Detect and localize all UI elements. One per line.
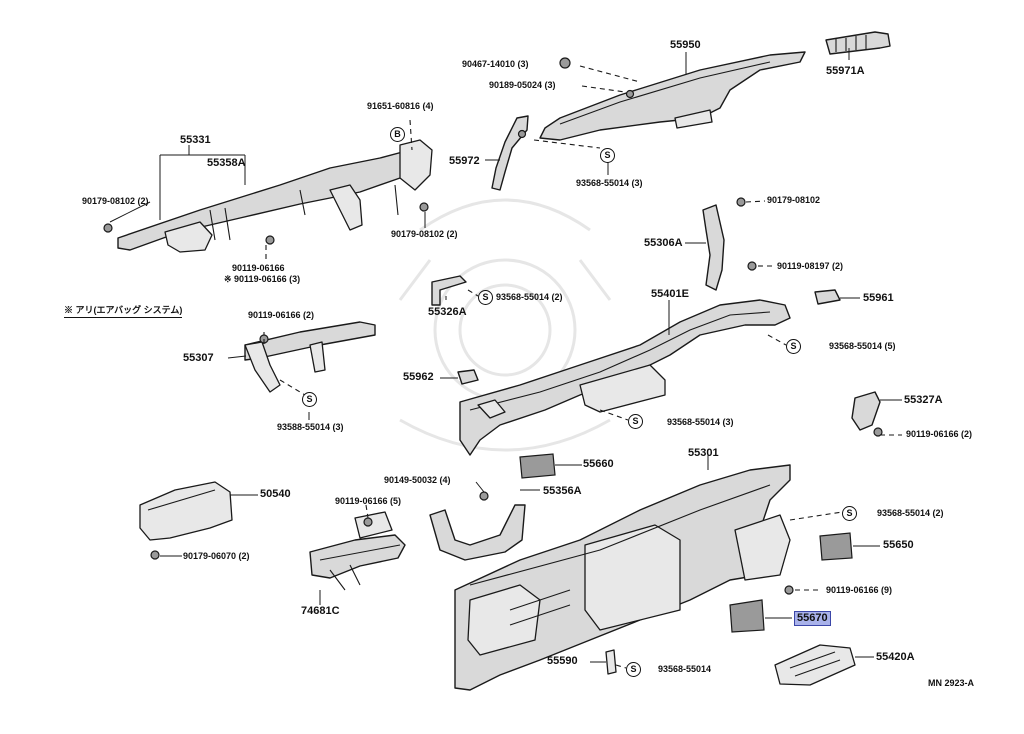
fastener-glyphs — [103, 57, 883, 595]
part-55950-upper-pad — [539, 51, 806, 141]
label-55670-highlighted[interactable]: 55670 — [794, 611, 831, 626]
label-55950: 55950 — [670, 39, 701, 51]
part-55972-duct — [491, 115, 529, 191]
label-55590: 55590 — [547, 655, 578, 667]
label-93568-55014-bottom: 93568-55014 — [658, 664, 712, 674]
screw-s-icon: S — [600, 148, 615, 163]
part-55356a-bracket — [429, 504, 526, 561]
label-93588-55014: 93588-55014 (3) — [277, 422, 344, 432]
label-90119-06166-5: 90119-06166 (5) — [335, 496, 402, 506]
label-90179-06070: 90179-06070 (2) — [183, 551, 250, 561]
label-93568-55014-2b: 93568-55014 (2) — [877, 508, 944, 518]
part-55962 — [457, 369, 479, 385]
label-90149-50032: 90149-50032 (4) — [384, 475, 451, 485]
label-90467-14010: 90467-14010 (3) — [462, 59, 529, 69]
part-55420a — [774, 644, 856, 686]
label-90119-06166-a: 90119-06166 — [232, 263, 285, 273]
label-90119-06166-9: 90119-06166 (9) — [826, 585, 893, 595]
screw-s-icon: S — [628, 414, 643, 429]
part-55327a-bracket — [851, 391, 881, 431]
label-55306a: 55306A — [644, 237, 683, 249]
label-55972: 55972 — [449, 155, 480, 167]
label-90119-08197: 90119-08197 (2) — [777, 261, 844, 271]
label-93568-55014-2a: 93568-55014 (2) — [496, 292, 563, 302]
screw-s-icon: S — [302, 392, 317, 407]
label-55301: 55301 — [688, 447, 719, 459]
part-50540-knee-pad — [139, 481, 233, 541]
label-93568-55014-3-mid: 93568-55014 (3) — [667, 417, 734, 427]
sheet-id: MN 2923-A — [928, 678, 975, 688]
label-55971a: 55971A — [826, 65, 865, 77]
part-55307-bracket — [244, 321, 376, 393]
screw-s-icon: S — [478, 290, 493, 305]
label-55961: 55961 — [863, 292, 894, 304]
label-55650: 55650 — [883, 539, 914, 551]
label-55356a: 55356A — [543, 485, 582, 497]
part-55331-reinforcement — [117, 139, 433, 253]
label-90179-08102-mid: 90179-08102 (2) — [391, 229, 458, 239]
label-55660: 55660 — [583, 458, 614, 470]
part-55660 — [519, 453, 556, 479]
label-91651-60816: 91651-60816 (4) — [367, 101, 434, 111]
part-55961 — [814, 289, 841, 305]
note-airbag-system: ※ アリ(エアバッグ システム) — [64, 306, 183, 318]
label-55401e: 55401E — [651, 288, 689, 300]
label-90119-06166-2-right: 90119-06166 (2) — [906, 429, 973, 439]
leader-lines — [109, 48, 902, 669]
label-55327a: 55327A — [904, 394, 943, 406]
part-55971a-duct — [825, 31, 891, 55]
part-74681c-bracket — [309, 511, 406, 591]
part-55306a-bracket — [702, 204, 725, 291]
label-90189-05024: 90189-05024 (3) — [489, 80, 556, 90]
label-90119-06166-b: ※ 90119-06166 (3) — [224, 274, 301, 284]
label-55962: 55962 — [403, 371, 434, 383]
label-55331: 55331 — [180, 134, 211, 146]
label-55420a: 55420A — [876, 651, 915, 663]
label-55326a: 55326A — [428, 306, 467, 318]
label-55307: 55307 — [183, 352, 214, 364]
label-55358a: 55358A — [207, 157, 246, 169]
screw-s-icon: S — [626, 662, 641, 677]
bolt-b-icon: B — [390, 127, 405, 142]
screw-s-icon: S — [786, 339, 801, 354]
label-74681c: 74681C — [301, 605, 340, 617]
label-50540: 50540 — [260, 488, 291, 500]
label-90179-08102-left: 90179-08102 (2) — [82, 196, 149, 206]
label-93568-55014-top: 93568-55014 (3) — [576, 178, 643, 188]
label-90179-08102-right: 90179-08102 — [767, 195, 821, 205]
label-93568-55014-5: 93568-55014 (5) — [829, 341, 896, 351]
part-55670 — [729, 599, 765, 633]
part-55590 — [605, 649, 617, 675]
part-55650 — [819, 532, 853, 561]
part-55326a-clip — [431, 275, 467, 306]
part-55401e-upper-panel — [459, 299, 791, 456]
part-55301-main-panel — [454, 464, 791, 691]
screw-s-icon: S — [842, 506, 857, 521]
label-90119-06166-2-upper: 90119-06166 (2) — [248, 310, 315, 320]
